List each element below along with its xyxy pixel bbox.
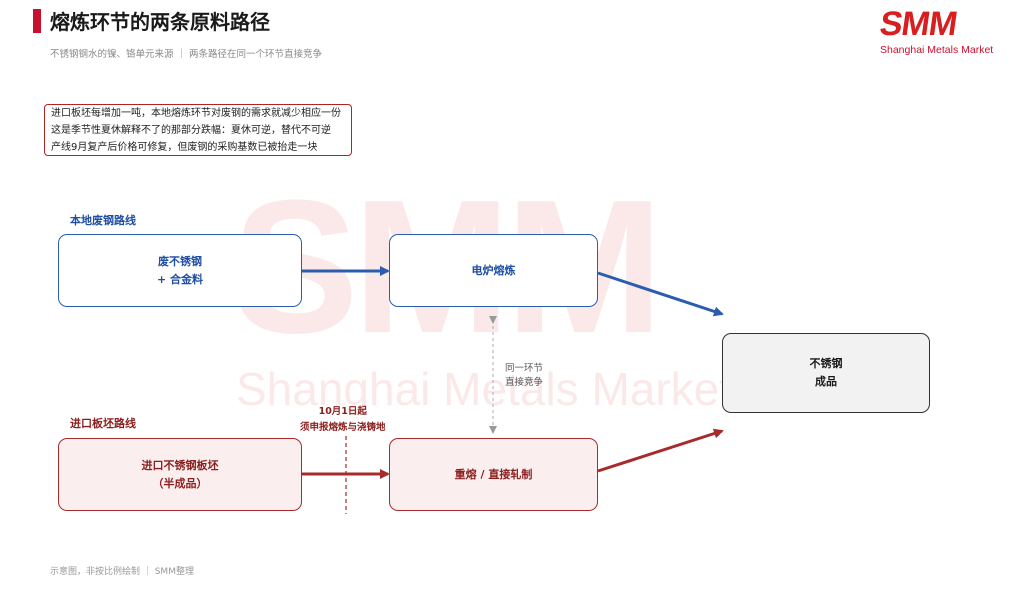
node-label: （半成品） <box>152 476 208 490</box>
page-subtitle: 不锈钢钢水的镍、铬单元来源 ｜ 两条路径在同一个环节直接竞争 <box>50 49 323 60</box>
competition-note-line: 同一环节 <box>505 363 544 374</box>
node-label: + 合金料 <box>156 272 204 286</box>
note-line: 进口板坯每增加一吨，本地熔炼环节对废钢的需求就减少相应一份 <box>51 108 341 119</box>
node-finished-stainless: 不锈钢 成品 <box>722 333 930 413</box>
footer-note: 示意图，非按比例绘制 ｜ SMM整理 <box>50 567 194 577</box>
node-label: 成品 <box>815 375 837 388</box>
arrow-local-process-to-output <box>597 271 724 317</box>
node-label: 重熔 / 直接轧制 <box>454 467 533 481</box>
node-eaf-melting: 电炉熔炼 <box>389 234 598 307</box>
date-note-line: 须申报熔炼与浇铸地 <box>300 422 386 433</box>
node-import-slab-source: 进口不锈钢板坯 （半成品） <box>58 438 302 511</box>
explanation-note: 进口板坯每增加一吨，本地熔炼环节对废钢的需求就减少相应一份 这是季节性夏休解释不… <box>44 104 352 156</box>
node-remelt-rolling: 重熔 / 直接轧制 <box>389 438 598 511</box>
competition-note-line: 直接竞争 <box>505 377 544 388</box>
competition-note: 同一环节 直接竞争 <box>505 362 543 390</box>
title-accent-bar <box>33 9 41 33</box>
node-label: 废不锈钢 <box>158 254 202 268</box>
date-note: 10月1日起 须申报熔炼与浇铸地 <box>300 404 386 436</box>
note-line: 产线9月复产后价格可修复，但废钢的采购基数已被抬走一块 <box>51 142 318 153</box>
lane-label-import: 进口板坯路线 <box>70 417 136 430</box>
node-label: 进口不锈钢板坯 <box>141 458 219 472</box>
logo-name: Shanghai Metals Market <box>880 44 994 56</box>
node-label: 不锈钢 <box>809 357 843 370</box>
node-label: 电炉熔炼 <box>471 263 516 277</box>
smm-logo: SMM Shanghai Metals Market <box>877 5 994 58</box>
watermark-text: Shanghai Metals Market <box>236 363 733 415</box>
arrow-import-process-to-output <box>597 428 724 473</box>
node-scrap-source: 废不锈钢 + 合金料 <box>58 234 302 307</box>
note-line: 这是季节性夏休解释不了的那部分跌幅：夏休可逆，替代不可逆 <box>51 125 331 136</box>
date-note-line: 10月1日起 <box>318 406 367 417</box>
lane-label-local: 本地废钢路线 <box>70 214 136 227</box>
page-title: 熔炼环节的两条原料路径 <box>50 10 270 34</box>
